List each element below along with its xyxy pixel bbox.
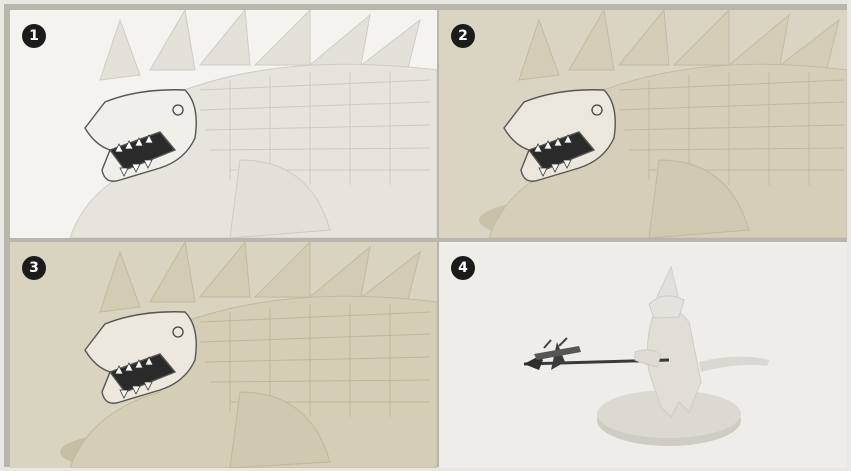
step-panel-4: 4 (439, 242, 847, 468)
instruction-grid: 1 (4, 4, 847, 467)
dinosaur-head-illustration-2 (439, 10, 847, 238)
step-number-badge: 1 (22, 24, 46, 48)
dinosaur-head-illustration-1 (10, 10, 437, 238)
step-panel-1: 1 (10, 10, 437, 238)
lizard-warrior-miniature-illustration (439, 242, 847, 468)
step-panel-3: 3 (10, 242, 437, 468)
step-number-badge: 4 (451, 256, 475, 280)
step-number-badge: 2 (451, 24, 475, 48)
step-number-badge: 3 (22, 256, 46, 280)
step-panel-2: 2 (439, 10, 847, 238)
dinosaur-head-illustration-3 (10, 242, 437, 468)
